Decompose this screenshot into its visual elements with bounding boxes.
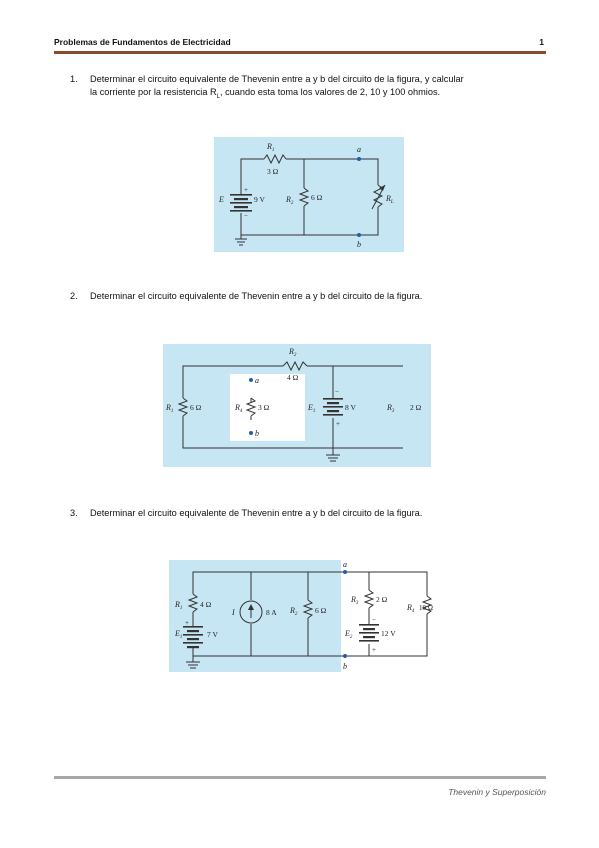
problem-number: 1. — [70, 74, 78, 84]
r2-label: R2 — [288, 347, 297, 358]
terminal-b-dot — [343, 654, 347, 658]
terminal-a-dot — [357, 157, 361, 161]
r2-value: 4 Ω — [287, 373, 299, 382]
figure-3-circuit: a b R1 4 Ω + E1 7 V I 8 A R2 6 Ω R3 2 Ω … — [169, 560, 439, 672]
r1-label: R1 — [165, 403, 173, 414]
e-label: E — [218, 195, 224, 204]
r1-label: R1 — [174, 600, 182, 611]
problem-statement: Determinar el circuito equivalente de Th… — [90, 508, 423, 518]
r4-label: R4 — [406, 603, 415, 614]
r4-value: 3 Ω — [258, 403, 270, 412]
r2-label: R2 — [289, 606, 298, 617]
e1-value: 8 V — [345, 403, 356, 412]
r1-label: R1 — [266, 142, 274, 153]
i-value: 8 A — [266, 608, 277, 617]
r4-value: 10 Ω — [419, 604, 433, 612]
statement-line-1: Determinar el circuito equivalente de Th… — [90, 74, 464, 84]
problem-statement: Determinar el circuito equivalente de Th… — [90, 291, 423, 301]
e1-plus: + — [336, 420, 340, 428]
i-label: I — [231, 608, 235, 617]
problem-statement: Determinar el circuito equivalente de Th… — [90, 73, 550, 104]
terminal-a-label: a — [255, 376, 259, 385]
rl-label: RL — [385, 194, 394, 205]
terminal-b-label: b — [255, 429, 259, 438]
terminal-b-dot — [249, 431, 253, 435]
figure-1-circuit: R1 3 Ω + − E 9 V R2 6 Ω RL a b — [214, 137, 404, 252]
terminal-a-label: a — [357, 145, 361, 154]
page-number: 1 — [539, 37, 544, 47]
problem-number: 3. — [70, 508, 78, 518]
terminal-b-label: b — [357, 240, 361, 249]
e-minus: − — [244, 212, 248, 220]
figure-background — [169, 560, 341, 672]
footer-rule — [54, 776, 546, 779]
r4-label: R4 — [234, 403, 243, 414]
r3-label: R3 — [350, 595, 359, 606]
e1-label: E1 — [307, 403, 315, 414]
r1-value: 3 Ω — [267, 167, 279, 176]
r2-value: 6 Ω — [311, 193, 323, 202]
e2-value: 12 V — [381, 629, 396, 638]
r3-value: 2 Ω — [410, 403, 422, 412]
e1-minus: − — [335, 388, 339, 396]
page-footer: Thevenin y Superposición — [448, 787, 546, 797]
page-header: Problemas de Fundamentos de Electricidad… — [54, 37, 546, 51]
e-value: 9 V — [254, 195, 265, 204]
e1-value: 7 V — [207, 630, 218, 639]
statement-line-2: la corriente por la resistencia RL, cuan… — [90, 87, 441, 100]
r3-value: 2 Ω — [376, 595, 388, 604]
e1-plus: + — [185, 619, 189, 627]
e2-minus: − — [372, 616, 376, 624]
r1-value: 6 Ω — [190, 403, 202, 412]
r2-value: 6 Ω — [315, 606, 327, 615]
r1-value: 4 Ω — [200, 600, 212, 609]
terminal-a-label: a — [343, 560, 347, 569]
e2-plus: + — [372, 646, 376, 654]
figure-2-circuit: R2 4 Ω R1 6 Ω a b R4 3 Ω − + E1 8 V R3 2… — [163, 344, 431, 467]
e2-label: E2 — [344, 629, 353, 640]
terminal-a-dot — [343, 570, 347, 574]
header-rule — [54, 51, 546, 54]
terminal-b-label: b — [343, 662, 347, 671]
terminal-a-dot — [249, 378, 253, 382]
e1-label: E1 — [174, 629, 182, 640]
problem-number: 2. — [70, 291, 78, 301]
r2-label: R2 — [285, 195, 294, 206]
terminal-box — [230, 374, 305, 441]
document-title: Problemas de Fundamentos de Electricidad — [54, 37, 231, 47]
terminal-b-dot — [357, 233, 361, 237]
e-plus: + — [244, 186, 248, 194]
r3-label: R3 — [386, 403, 395, 414]
